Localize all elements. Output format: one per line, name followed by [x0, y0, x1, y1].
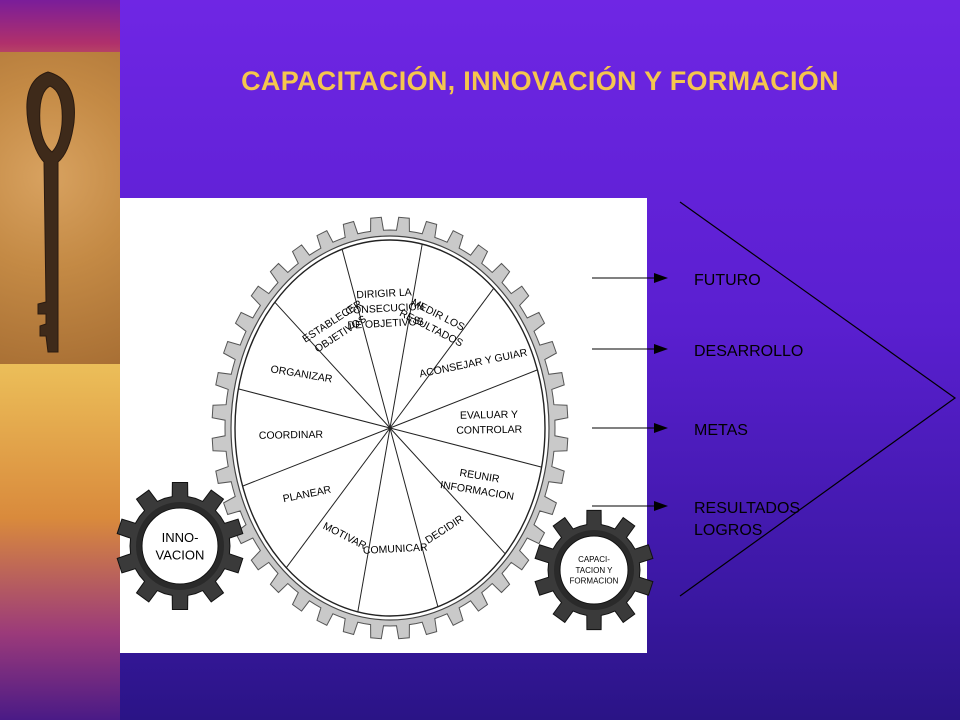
segment-label-line: COMUNICAR — [363, 541, 429, 556]
outcome-arrow-head — [654, 501, 668, 511]
segment-label: EVALUAR Y CONTROLAR — [456, 409, 523, 437]
outcome-label: METAS — [694, 422, 748, 439]
spoke-line — [357, 427, 391, 612]
spoke-line — [274, 301, 391, 429]
spoke-line — [238, 388, 391, 429]
outcome-label: DESARROLLO — [694, 343, 803, 360]
spoke-line — [389, 427, 542, 468]
key-icon — [26, 71, 75, 353]
capacitacion-gear: CAPACI- TACION Y FORMACION — [534, 509, 654, 631]
innovacion-gear-label: INNO- — [162, 530, 199, 545]
outcome-label: LOGROS — [694, 522, 762, 539]
outcome-triangle — [679, 201, 957, 597]
outcome-arrow-head — [654, 273, 668, 283]
spoke-line — [242, 427, 391, 487]
segment-label: COORDINAR — [259, 429, 324, 442]
outcome-arrow-head — [654, 423, 668, 433]
segment-label-line: COORDINAR — [259, 429, 324, 442]
outcome-label: FUTURO — [694, 272, 761, 289]
spoke-line — [389, 244, 423, 429]
spoke-line — [389, 288, 495, 429]
spoke-line — [389, 427, 506, 555]
segment-label-line: CONTROLAR — [456, 424, 523, 437]
key-image — [0, 52, 120, 364]
segment-label-line: DE OBJETIVOS — [347, 316, 424, 332]
outcome-label: RESULTADOS — [694, 500, 800, 517]
spoke-line — [285, 427, 391, 568]
gear-spokes — [238, 244, 542, 612]
capacitacion-gear-face — [559, 535, 629, 605]
outcome-arrow-head — [654, 344, 668, 354]
innovacion-gear-label: VACION — [156, 547, 205, 562]
spoke-line — [389, 427, 439, 607]
capacitacion-gear-label: TACION Y — [575, 566, 613, 575]
segment-label-line: DIRIGIR LA — [356, 286, 412, 301]
slide-title: CAPACITACIÓN, INNOVACIÓN Y FORMACIÓN — [241, 66, 839, 96]
capacitacion-gear-label: FORMACION — [570, 577, 619, 586]
innovacion-gear: INNO- VACION — [116, 482, 244, 610]
capacitacion-gear-label: CAPACI- — [578, 555, 610, 564]
outcome-arrows — [592, 273, 668, 511]
outcome-labels: FUTURO DESARROLLO METAS RESULTADOS LOGROS — [694, 272, 803, 539]
segment-label-line: EVALUAR Y — [460, 409, 518, 422]
spoke-line — [389, 369, 538, 429]
spoke-line — [341, 249, 391, 429]
segment-label: COMUNICAR — [363, 541, 429, 556]
innovacion-gear-face — [141, 507, 219, 585]
segment-label-line: CONSECUCIÓN — [345, 300, 424, 317]
